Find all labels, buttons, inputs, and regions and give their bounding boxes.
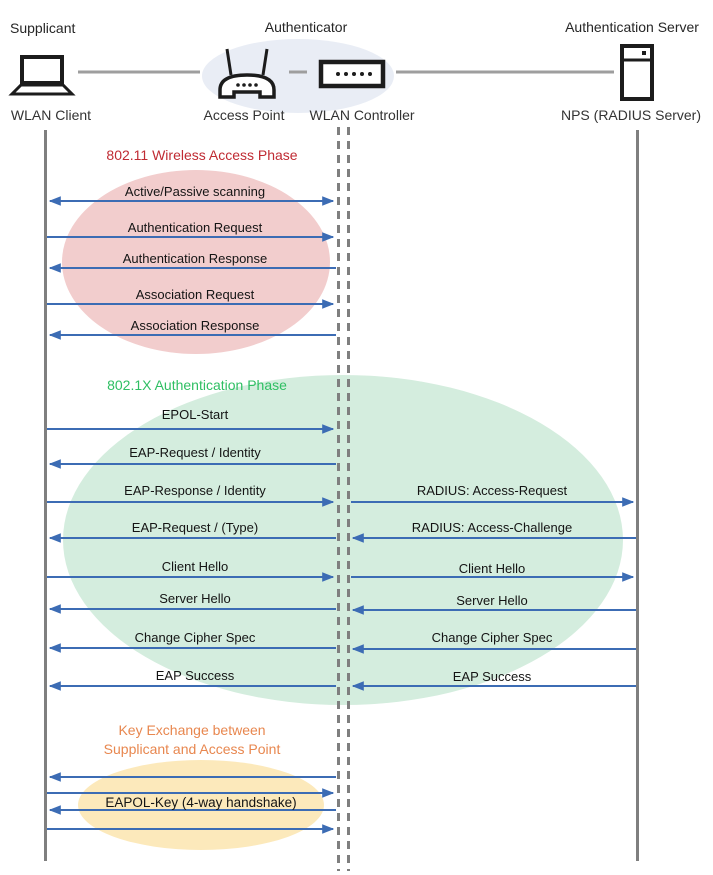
message-label: EAP Success	[452, 669, 532, 684]
message-label: EAP Success	[155, 668, 235, 683]
phase3-title-line1: Key Exchange between	[118, 722, 266, 738]
laptop-icon	[8, 55, 76, 96]
role-supplicant: Supplicant	[10, 20, 76, 36]
message-label: RADIUS: Access-Challenge	[411, 520, 573, 535]
message-label: EAP-Response / Identity	[124, 483, 266, 498]
arrows-right-column	[351, 497, 636, 691]
server-icon	[620, 44, 654, 101]
access-point-icon	[218, 48, 276, 99]
message-label: Client Hello	[161, 559, 229, 574]
message-label: Server Hello	[456, 593, 528, 608]
phase2-title: 802.1X Authentication Phase	[107, 377, 287, 393]
role-authenticator: Authenticator	[264, 19, 348, 35]
arrows-left-column	[47, 196, 336, 834]
handshake-label: EAPOL-Key (4-way handshake)	[105, 795, 297, 810]
message-label: EPOL-Start	[161, 407, 229, 422]
message-label: Active/Passive scanning	[124, 184, 266, 199]
node-label-radius-server: NPS (RADIUS Server)	[560, 107, 702, 123]
message-label: Change Cipher Spec	[134, 630, 256, 645]
phase2-ellipse	[63, 375, 623, 705]
message-label: Authentication Request	[127, 220, 263, 235]
message-label: EAP-Request / (Type)	[131, 520, 259, 535]
message-label: Authentication Response	[122, 251, 268, 266]
message-label: Change Cipher Spec	[431, 630, 553, 645]
message-label: Association Request	[135, 287, 255, 302]
node-label-wlan-client: WLAN Client	[10, 107, 92, 123]
phase3-ellipse	[78, 760, 324, 850]
role-authentication-server: Authentication Server	[565, 19, 699, 35]
phase3-title-line2: Supplicant and Access Point	[103, 741, 281, 757]
wlan-controller-icon	[318, 59, 386, 89]
message-label: EAP-Request / Identity	[129, 445, 261, 460]
node-label-access-point: Access Point	[203, 107, 285, 123]
lifelines	[44, 127, 639, 871]
message-label: Association Response	[130, 318, 260, 333]
phase1-ellipse	[62, 170, 330, 354]
node-label-wlan-controller: WLAN Controller	[309, 107, 415, 123]
authenticator-group-ellipse	[202, 39, 394, 113]
message-label: Server Hello	[159, 591, 231, 606]
phase1-title: 802.11 Wireless Access Phase	[106, 147, 298, 163]
message-label: Client Hello	[458, 561, 526, 576]
message-label: RADIUS: Access-Request	[416, 483, 568, 498]
